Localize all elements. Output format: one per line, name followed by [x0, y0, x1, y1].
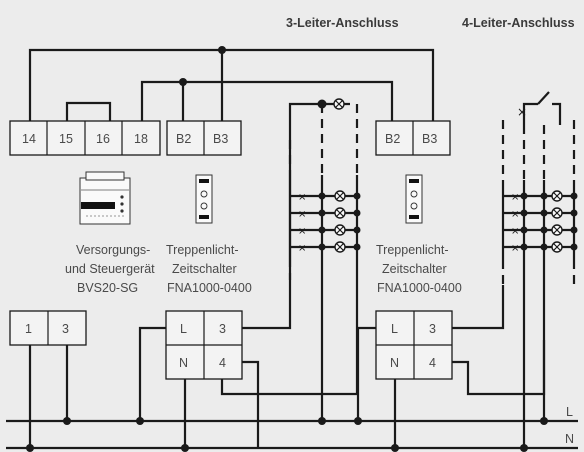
aux-terminal-block: 1 3: [9, 310, 87, 346]
svg-text:×: ×: [298, 243, 306, 254]
timer-left-caption-line2: Zeitschalter: [172, 262, 237, 276]
terminal-16: 16: [96, 132, 110, 146]
svg-text:×: ×: [511, 192, 519, 203]
aux-terminal-3: 3: [62, 322, 69, 336]
terminal-b2-left: B2: [176, 132, 191, 146]
top-loop-wire: [28, 48, 435, 121]
terminal-l-left: L: [180, 322, 187, 336]
timer-device-icon-right: [405, 174, 423, 224]
svg-text:×: ×: [298, 192, 306, 203]
supply-caption-line3: BVS20-SG: [77, 281, 138, 295]
svg-text:×: ×: [517, 105, 527, 119]
terminal-l-right: L: [391, 322, 398, 336]
lamp-icon: [333, 98, 345, 110]
bridge-15-16: [65, 101, 112, 121]
terminal-b2-right: B2: [385, 132, 400, 146]
timer-left-4-wire: [242, 360, 260, 448]
timer-left-caption-line1: Treppenlicht-: [166, 243, 239, 257]
svg-text:×: ×: [298, 209, 306, 220]
terminal-b3-left: B3: [213, 132, 228, 146]
lamp-row: ×: [503, 190, 578, 203]
timer-left-bottom-terminals: L 3 N 4: [165, 310, 243, 380]
terminal-4-right: 4: [429, 356, 436, 370]
four-wire-lamp-section: ×: [501, 91, 576, 452]
neutral-bus-label: N: [565, 432, 574, 446]
lamp-row-group-left: × × × ×: [290, 190, 361, 254]
timer-device-icon-left: [195, 174, 213, 224]
timer-left-top-terminals: B2 B3: [166, 120, 242, 156]
svg-text:×: ×: [511, 209, 519, 220]
timer-right-l-wire: [356, 326, 376, 421]
timer-right-caption-line1: Treppenlicht-: [376, 243, 449, 257]
timer-left-caption-line3: FNA1000-0400: [167, 281, 252, 295]
lamp-row: ×: [290, 190, 361, 203]
terminal-n-right: N: [390, 356, 399, 370]
timer-right-4-wire: [452, 340, 546, 396]
timer-right-caption-line2: Zeitschalter: [382, 262, 447, 276]
lamp-row: ×: [503, 241, 578, 254]
terminal-15: 15: [59, 132, 73, 146]
lamp-row: ×: [290, 241, 361, 254]
terminal-14: 14: [22, 132, 36, 146]
svg-text:×: ×: [298, 226, 306, 237]
lamp-row-group-right: × × ×: [503, 190, 578, 254]
timer-right-output-wire: [452, 285, 505, 330]
phase-bus-label: L: [566, 405, 573, 419]
timer-left-output-wire: [242, 102, 350, 330]
lamp-row: ×: [503, 207, 578, 220]
aux-terminal-1: 1: [25, 322, 32, 336]
svg-text:×: ×: [511, 243, 519, 254]
lamp-row: ×: [290, 224, 361, 237]
supply-caption-line2: und Steuergerät: [65, 262, 155, 276]
timer-right-top-terminals: B2 B3: [375, 120, 451, 156]
timer-left-l-wire: [138, 326, 166, 421]
terminal-18: 18: [134, 132, 148, 146]
terminal-4-left: 4: [219, 356, 226, 370]
lamp-row: ×: [503, 224, 578, 237]
timer-right-caption-line3: FNA1000-0400: [377, 281, 462, 295]
heading-4-wire: 4-Leiter-Anschluss: [462, 16, 575, 30]
svg-text:×: ×: [511, 226, 519, 237]
terminal-3-right: 3: [429, 322, 436, 336]
terminal-b3-right: B3: [422, 132, 437, 146]
b2-bus-wire: [140, 80, 394, 121]
supply-caption-line1: Versorgungs-: [76, 243, 150, 257]
supply-terminal-block: 14 15 16 18: [9, 120, 161, 156]
timer-right-bottom-terminals: L 3 N 4: [375, 310, 453, 380]
terminal-3-left: 3: [219, 322, 226, 336]
heading-3-wire: 3-Leiter-Anschluss: [286, 16, 399, 30]
supply-device-icon: [79, 171, 131, 225]
terminal-n-left: N: [179, 356, 188, 370]
lamp-row: ×: [290, 207, 361, 220]
